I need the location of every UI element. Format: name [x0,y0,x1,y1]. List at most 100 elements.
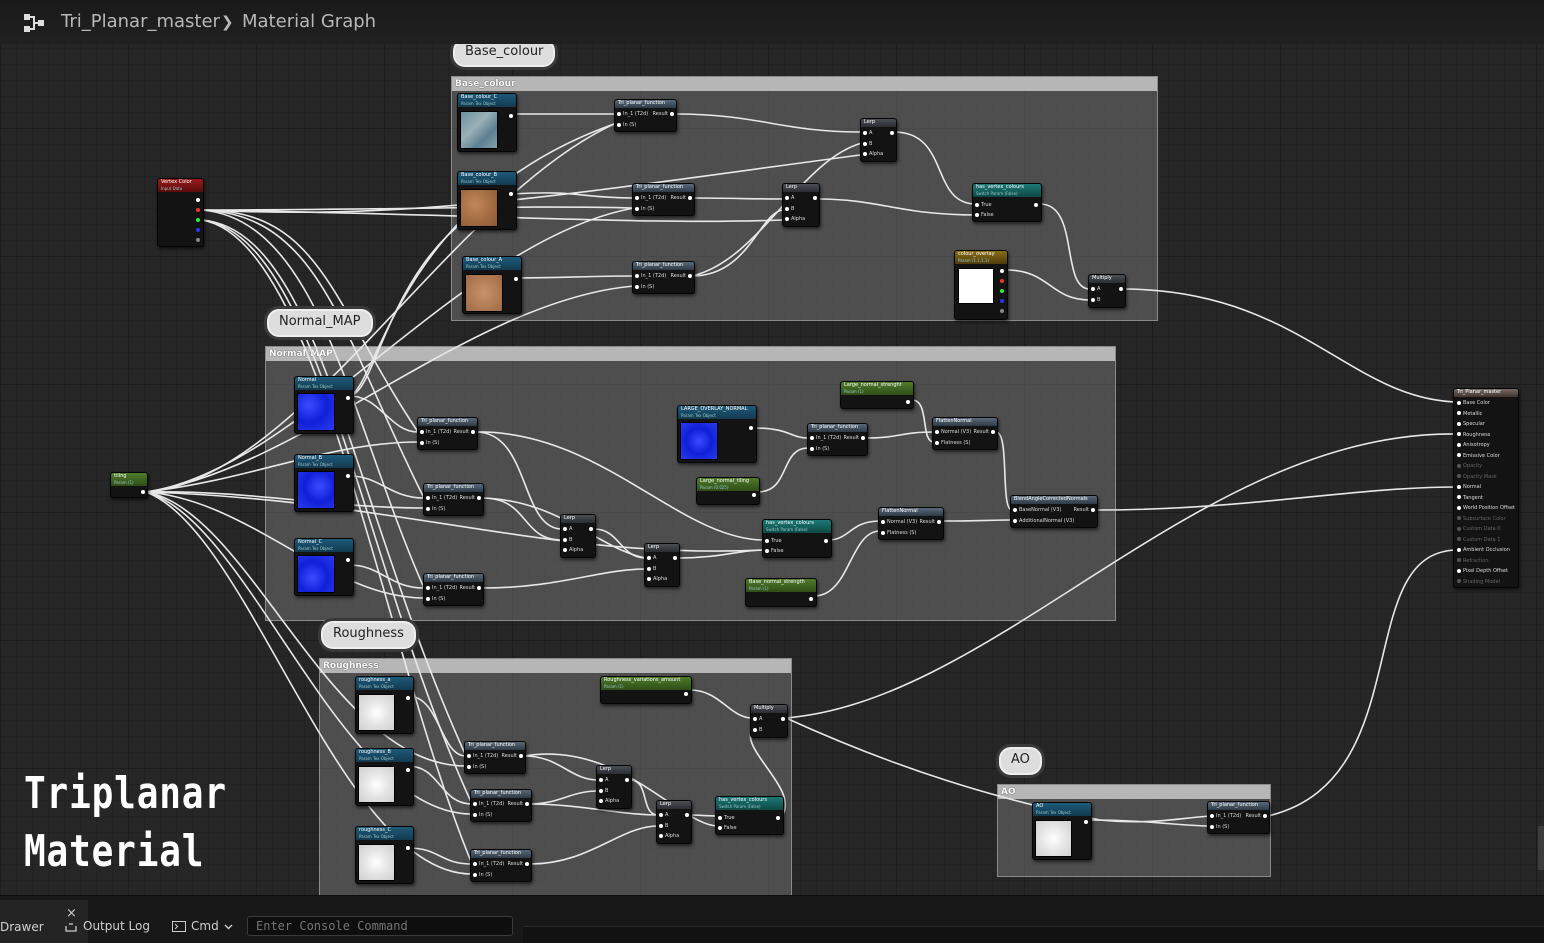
output-pin[interactable] [813,196,817,200]
output-pin[interactable] [1084,820,1088,824]
output-pin[interactable] [525,862,529,866]
comment-bubble-roughness[interactable]: Roughness [321,621,416,649]
output-pin[interactable] [625,778,629,782]
output-pin-a[interactable] [1000,309,1004,313]
lerp-node[interactable]: Lerp A B Alpha [860,118,897,162]
master-input-pin[interactable]: Ambient Occlusion [1457,547,1510,553]
close-icon[interactable]: × [66,906,77,921]
output-pin-b[interactable] [1000,299,1004,303]
output-pin[interactable] [824,539,828,543]
master-input-pin[interactable]: Subsurface Color [1457,516,1506,522]
output-pin-b[interactable] [196,228,200,232]
drawer-label[interactable]: Drawer [0,920,44,934]
tri-planar-function-node[interactable]: Tri_planar_function In_1 (T2d) Result In… [417,417,478,450]
tri-planar-function-node[interactable]: Tri_planar_function In_1 (T2d) Result In… [632,183,695,216]
tri-planar-function-node[interactable]: Tri_planar_function In_1 (T2d) Result In… [470,849,532,882]
console-command-input[interactable] [247,916,513,936]
output-pin[interactable] [906,400,910,404]
output-pin[interactable] [781,717,785,721]
output-pin[interactable] [688,274,692,278]
master-input-pin[interactable]: Shading Model [1457,579,1500,585]
vertical-scrollbar[interactable] [1538,826,1544,870]
tri-planar-function-node[interactable]: Tri_planar_function In_1 (T2d) Result In… [470,789,532,822]
output-pin[interactable] [809,597,813,601]
cmd-selector[interactable]: Cmd [191,919,219,933]
output-pin[interactable] [509,192,513,196]
master-input-pin[interactable]: Tangent [1457,495,1483,501]
output-pin[interactable] [749,426,753,430]
tri-planar-function-node[interactable]: Tri_planar_function In_1 (T2d) Result In… [423,483,484,516]
master-input-pin[interactable]: Roughness [1457,432,1490,438]
tri-planar-function-node[interactable]: Tri_planar_function In_1 (T2d) Result In… [1207,801,1270,834]
output-pin[interactable] [406,768,410,772]
tri-planar-function-node[interactable]: Tri_planar_function In_1 (T2d) Result In… [632,261,695,294]
output-pin[interactable] [406,846,410,850]
output-pin[interactable] [673,556,677,560]
output-pin[interactable] [346,474,350,478]
output-pin[interactable] [776,816,780,820]
content-drawer-tab[interactable]: Drawer × [0,900,88,943]
output-pin[interactable] [1119,287,1123,291]
master-input-pin[interactable]: Base Color [1457,400,1490,406]
output-pin[interactable] [509,114,513,118]
comment-bubble-normal-map[interactable]: Normal_MAP [267,309,373,337]
output-pin[interactable] [685,813,689,817]
output-pin-r[interactable] [196,208,200,212]
output-pin[interactable] [346,558,350,562]
output-pin[interactable] [752,493,756,497]
comment-box-normal-map[interactable]: Normal_MAP [265,346,1116,621]
output-pin[interactable] [937,520,941,524]
lerp-node[interactable]: Lerp A B Alpha [782,183,820,227]
flatten-normal-node[interactable]: FlattenNormal Normal (V3) Result Flatnes… [932,417,998,450]
output-pin[interactable] [477,496,481,500]
lerp-node[interactable]: Lerp A B Alpha [656,800,692,844]
output-pin[interactable] [196,198,200,202]
output-pin[interactable] [861,436,865,440]
output-log-button[interactable]: Output Log [83,919,150,933]
breadcrumb-asset[interactable]: Tri_Planar_master [61,11,220,32]
output-pin[interactable] [1263,814,1267,818]
output-pin-g[interactable] [196,218,200,222]
master-input-pin[interactable]: Anisotropy [1457,442,1490,448]
output-pin[interactable] [141,490,145,494]
lerp-node[interactable]: Lerp A B Alpha [560,514,596,558]
output-pin[interactable] [346,396,350,400]
output-pin[interactable] [1000,269,1004,273]
master-input-pin[interactable]: Opacity [1457,463,1482,469]
output-pin[interactable] [406,696,410,700]
output-pin[interactable] [1034,203,1038,207]
multiply-node[interactable]: Multiply A B [1088,274,1126,308]
master-input-pin[interactable]: Refraction [1457,558,1489,564]
tri-planar-function-node[interactable]: Tri_planar_function In_1 (T2d) Result In… [464,741,526,774]
master-input-pin[interactable]: Pixel Depth Offset [1457,568,1508,574]
output-pin[interactable] [670,112,674,116]
material-graph-canvas[interactable]: Tri_Planar_master ❯ Material Graph Base_… [0,0,1544,895]
chevron-down-icon[interactable] [224,924,233,930]
master-input-pin[interactable]: Custom Data 1 [1457,537,1500,543]
output-pin[interactable] [890,131,894,135]
master-input-pin[interactable]: Custom Data 0 [1457,526,1500,532]
master-input-pin[interactable]: Metallic [1457,411,1482,417]
output-pin[interactable] [589,527,593,531]
blend-angle-corrected-normals-node[interactable]: BlendAngleCorrectedNormals BaseNormal (V… [1010,495,1098,528]
master-input-pin[interactable]: Normal [1457,484,1481,490]
lerp-node[interactable]: Lerp A B Alpha [596,765,632,809]
multiply-node[interactable]: Multiply A B [750,704,788,738]
output-pin-a[interactable] [196,238,200,242]
master-input-pin[interactable]: World Position Offset [1457,505,1515,511]
output-pin[interactable] [525,802,529,806]
